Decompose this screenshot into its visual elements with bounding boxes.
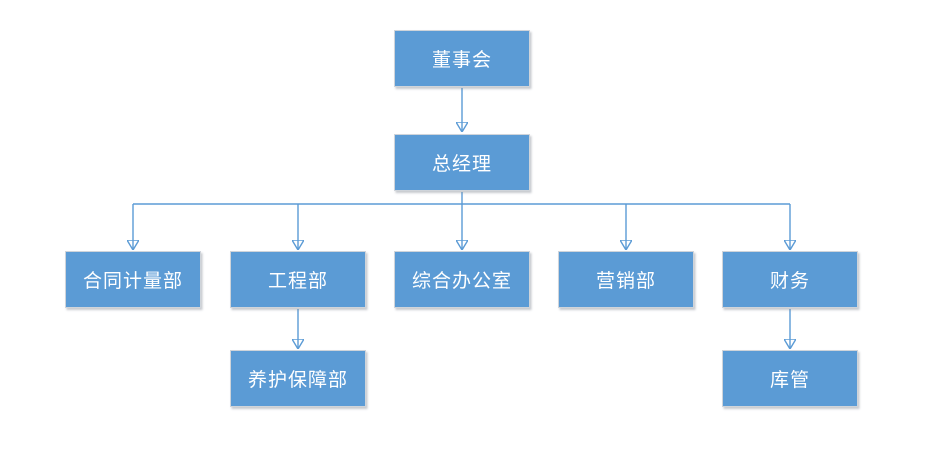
org-node-label: 工程部 <box>267 270 328 292</box>
org-node-label: 养护保障部 <box>247 369 348 391</box>
org-node-label: 董事会 <box>431 49 492 71</box>
org-node-engineering[interactable]: 工程部 <box>230 251 366 308</box>
org-node-warehouse[interactable]: 库管 <box>722 350 858 407</box>
org-node-marketing[interactable]: 营销部 <box>558 251 694 308</box>
org-node-label: 综合办公室 <box>411 270 512 292</box>
org-node-label: 库管 <box>769 369 810 391</box>
org-node-board[interactable]: 董事会 <box>394 30 530 87</box>
org-node-label: 合同计量部 <box>82 270 183 292</box>
org-node-finance[interactable]: 财务 <box>722 251 858 308</box>
org-node-contract-measurement[interactable]: 合同计量部 <box>65 251 201 308</box>
org-node-general-office[interactable]: 综合办公室 <box>394 251 530 308</box>
org-node-general-manager[interactable]: 总经理 <box>394 134 530 191</box>
org-node-label: 营销部 <box>595 270 656 292</box>
org-node-label: 财务 <box>769 270 810 292</box>
org-node-maintenance-support[interactable]: 养护保障部 <box>230 350 366 407</box>
org-node-label: 总经理 <box>431 153 492 175</box>
